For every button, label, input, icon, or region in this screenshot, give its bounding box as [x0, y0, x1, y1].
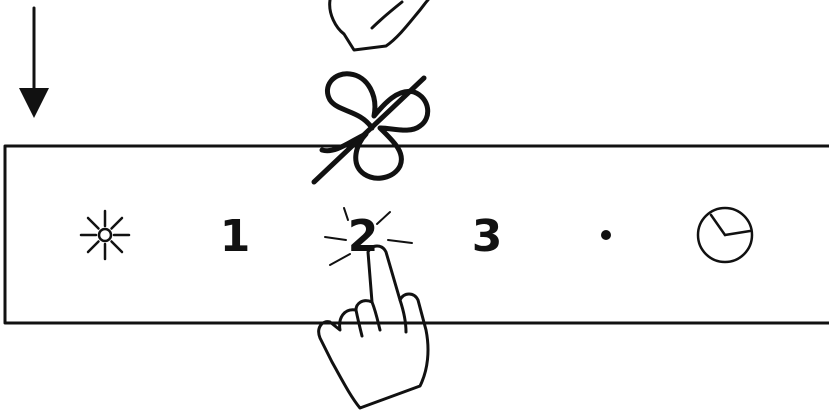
dot-icon[interactable]	[601, 230, 611, 240]
pointing-hand-icon	[319, 246, 428, 408]
fan-off-icon	[314, 74, 428, 182]
speed-2-button[interactable]: 2	[348, 211, 379, 262]
hand-icon	[330, 0, 428, 50]
down-arrow-icon	[19, 8, 49, 118]
speed-3-button[interactable]: 3	[472, 211, 503, 262]
light-icon[interactable]	[81, 211, 129, 259]
speed-1-button[interactable]: 1	[220, 211, 251, 262]
timer-icon[interactable]	[698, 208, 752, 262]
